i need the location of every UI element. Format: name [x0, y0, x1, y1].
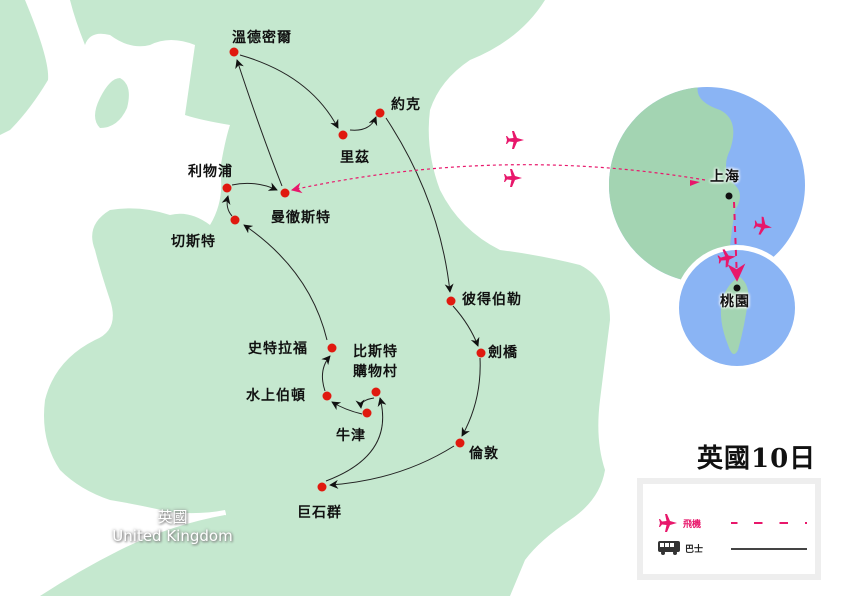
- inset-china: [609, 87, 805, 283]
- city-label-york: 約克: [391, 97, 421, 113]
- city-label-chester: 切斯特: [171, 234, 216, 250]
- island-land: [95, 78, 129, 128]
- cornwall-land: [40, 515, 260, 596]
- city-label-leeds: 里茲: [340, 150, 370, 166]
- airplane-icon: [506, 131, 524, 149]
- city-label-manchester: 曼徹斯特: [271, 210, 331, 226]
- shanghai-dot: [725, 192, 733, 200]
- legend-bus: 巴士: [657, 540, 703, 556]
- country-name-en: United Kingdom: [112, 527, 233, 545]
- city-label-windermere: 溫德密爾: [232, 30, 292, 46]
- city-label-bicester-1: 比斯特: [353, 344, 398, 360]
- inset-label-taoyuan: 桃園: [720, 294, 750, 310]
- legend-bus-label: 巴士: [685, 544, 704, 555]
- city-label-liverpool: 利物浦: [188, 164, 233, 180]
- taoyuan-dot: [733, 284, 741, 292]
- airplane-icon: [659, 514, 677, 532]
- city-label-oxford: 牛津: [336, 428, 366, 444]
- legend: 飛機 巴士: [637, 478, 821, 580]
- inset-label-shanghai: 上海: [710, 169, 740, 185]
- city-label-bicester-2: 購物村: [353, 364, 398, 380]
- bus-icon: [658, 541, 680, 555]
- legend-flight-label: 飛機: [683, 519, 702, 530]
- flight-routes: [290, 164, 746, 282]
- city-label-london: 倫敦: [469, 446, 499, 462]
- city-label-cambridge: 劍橋: [488, 345, 518, 361]
- airplane-icon: [504, 169, 522, 187]
- city-label-stratford: 史特拉福: [248, 341, 308, 357]
- city-label-peterborough: 彼得伯勒: [462, 292, 522, 308]
- bus-routes: [221, 54, 481, 489]
- country-name-zh: 英國: [157, 508, 188, 526]
- city-label-stonehenge: 巨石群: [297, 505, 342, 521]
- legend-bus-line: [731, 548, 807, 550]
- ireland-land: [0, 0, 49, 135]
- city-label-bourton: 水上伯頓: [246, 388, 306, 404]
- legend-flight: 飛機: [657, 512, 701, 534]
- map-title: 英國10日: [697, 444, 817, 474]
- city-dots: [222, 47, 486, 492]
- legend-flight-line: [731, 522, 807, 524]
- country-label: 英國 United Kingdom: [100, 508, 245, 546]
- great-britain-land: [44, 0, 610, 596]
